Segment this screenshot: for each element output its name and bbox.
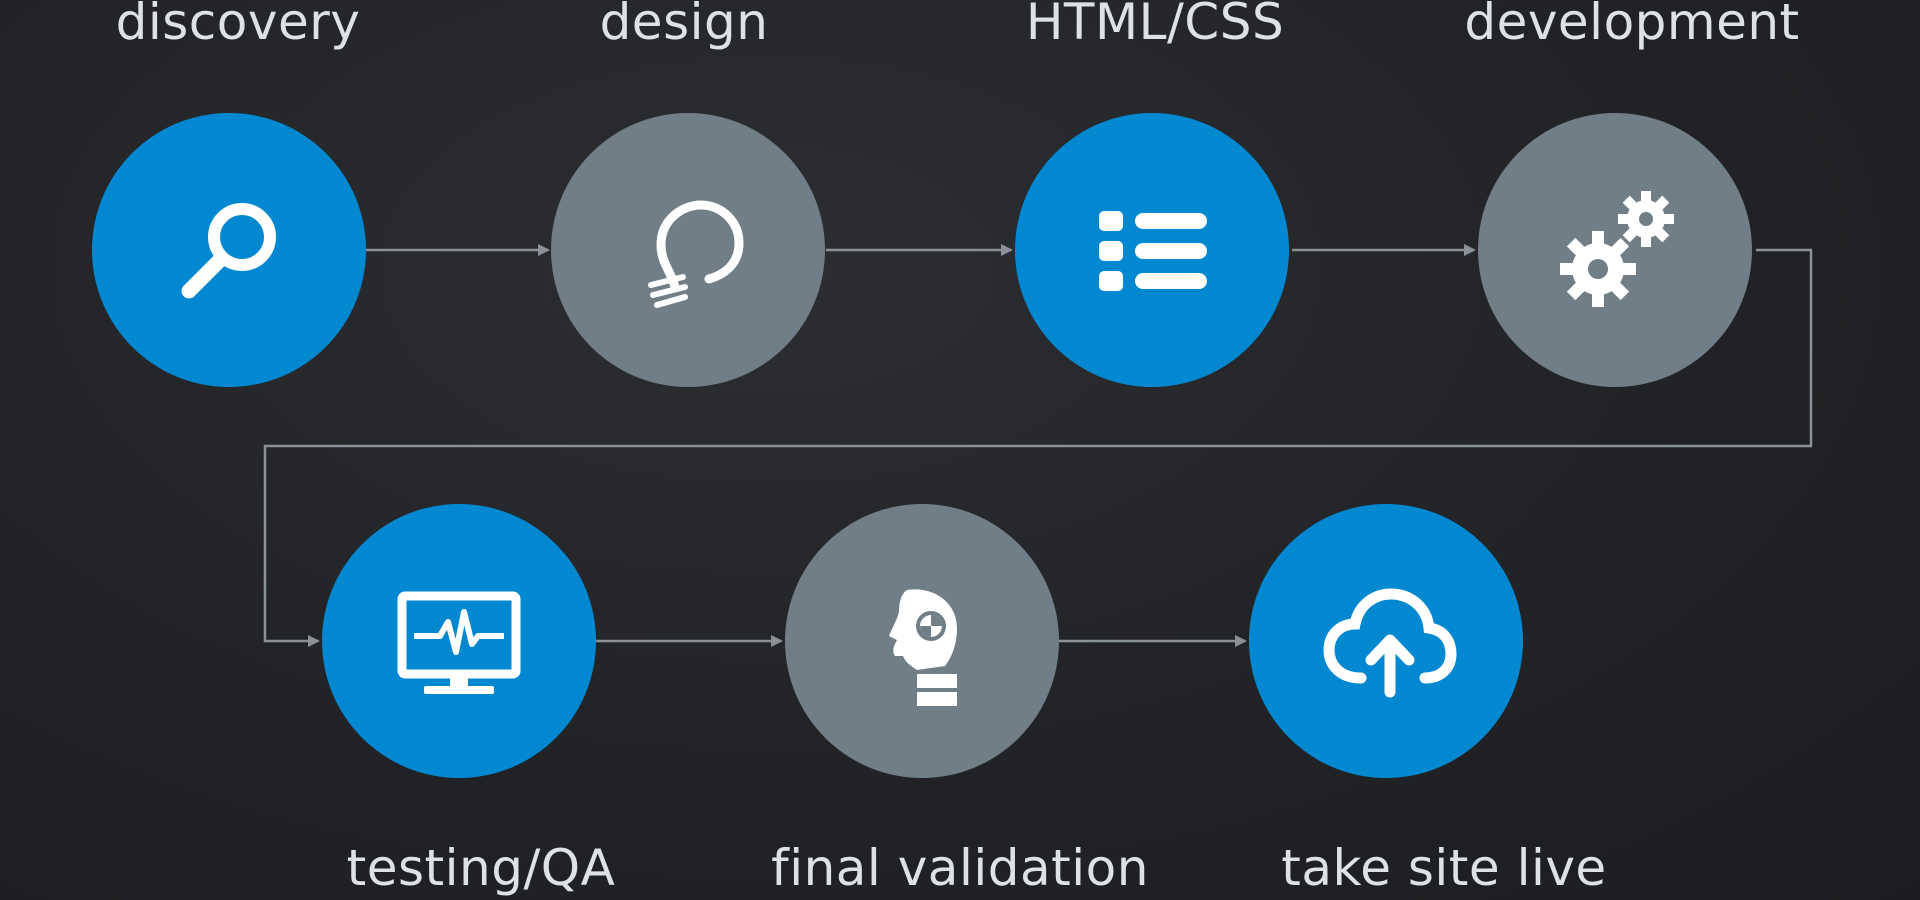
- step-label-discovery: discovery: [115, 0, 361, 51]
- step-take-site-live: [1249, 504, 1523, 778]
- lightbulb-icon: [613, 175, 763, 325]
- crash-test-dummy-icon: [847, 566, 997, 716]
- step-label-testing: testing/QA: [346, 839, 616, 897]
- list-icon: [1077, 175, 1227, 325]
- gears-icon: [1540, 175, 1690, 325]
- cloud-upload-icon: [1311, 566, 1461, 716]
- step-label-final-validation: final validation: [771, 839, 1149, 897]
- step-label-development: development: [1464, 0, 1800, 51]
- connector-development-to-testing: [263, 248, 1813, 647]
- step-label-take-site-live: take site live: [1281, 839, 1607, 897]
- step-final-validation: [785, 504, 1059, 778]
- step-discovery: [92, 113, 366, 387]
- step-testing: [322, 504, 596, 778]
- step-design: [551, 113, 825, 387]
- monitor-pulse-icon: [384, 566, 534, 716]
- step-htmlcss: [1015, 113, 1289, 387]
- step-development: [1478, 113, 1752, 387]
- step-label-design: design: [599, 0, 769, 51]
- step-label-htmlcss: HTML/CSS: [1025, 0, 1285, 51]
- search-icon: [154, 175, 304, 325]
